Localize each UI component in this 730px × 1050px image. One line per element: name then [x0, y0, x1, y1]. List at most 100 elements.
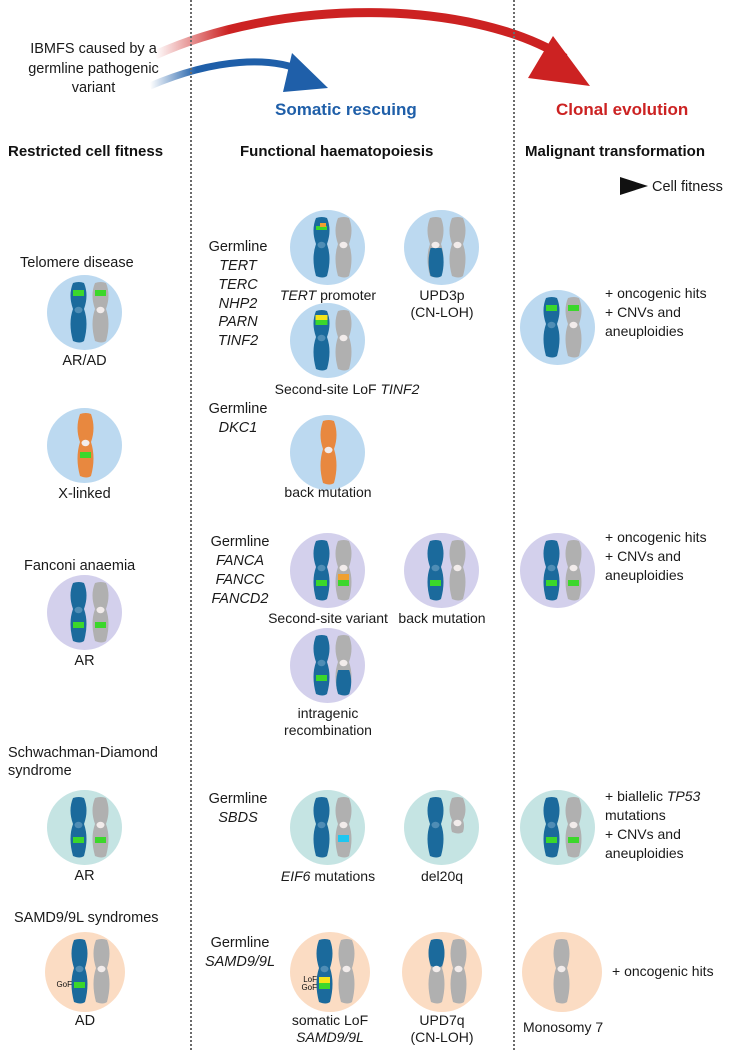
label-fanconi-inheritance: AR	[74, 653, 95, 669]
svg-text:GoF: GoF	[301, 983, 317, 992]
germline-title-dkc1: Germline	[208, 401, 268, 417]
label-tert-plain: promoter	[316, 287, 377, 303]
cell-tert-promoter	[290, 210, 365, 285]
right-sds-l1a: + biallelic	[605, 788, 667, 804]
label-somatic-lof-plain: somatic LoF	[291, 1012, 369, 1028]
intro-line-1: IBMFS caused by a	[30, 41, 157, 57]
label-fanconi-disease: Fanconi anaemia	[24, 558, 136, 574]
cell-second-site-lof-tinf2	[290, 303, 365, 378]
label-tert-promoter: TERT promoter	[278, 287, 378, 304]
label-back-mutation-fanconi: back mutation	[398, 610, 486, 626]
gene-parn: PARN	[218, 314, 258, 331]
gene-nhp2: NHP2	[218, 295, 258, 312]
label-upd7q-l2: (CN-LOH)	[410, 1029, 474, 1046]
label-tert-italic: TERT	[279, 287, 317, 303]
germline-block-dkc1: Germline DKC1	[198, 400, 278, 438]
cell-del20q	[404, 790, 479, 865]
label-del20q: del20q	[420, 868, 464, 884]
label-telomere-inheritance: AR/AD	[62, 353, 107, 369]
right-fanconi-l2: + CNVs and	[605, 547, 681, 564]
label-samd9-inheritance: AD	[74, 1013, 96, 1029]
cell-fanconi-ar	[47, 575, 122, 650]
label-sds-l1: Schwachman-Diamond	[8, 745, 158, 761]
svg-text:GoF: GoF	[56, 980, 72, 989]
gene-fanca: FANCA	[215, 552, 265, 569]
right-sds-l1: + biallelic TP53	[605, 787, 730, 806]
germline-block-sbds: Germline SBDS	[198, 790, 278, 828]
cell-sds-malignant	[520, 790, 595, 865]
cell-back-mutation-xlinked	[290, 415, 365, 490]
intro-line-3: variant	[71, 80, 116, 97]
cell-somatic-lof: LoF GoF	[290, 932, 370, 1012]
somatic-rescuing-label: Somatic rescuing	[275, 100, 417, 119]
cell-intragenic-recombination	[290, 628, 365, 703]
right-text-telomere: + oncogenic hits + CNVs and aneuploidies	[605, 284, 730, 341]
gene-samd9: SAMD9/9L	[204, 953, 276, 970]
label-somatic-lof-italic: SAMD9/9L	[296, 1029, 364, 1046]
cell-fanconi-malignant	[520, 533, 595, 608]
label-eif6-italic: EIF6	[280, 868, 311, 884]
label-upd3p: UPD3p (CN-LOH)	[396, 287, 488, 321]
cell-second-site-variant	[290, 533, 365, 608]
column-title-malignant: Malignant transformation	[525, 143, 706, 160]
label-sds-l2: syndrome	[8, 762, 72, 779]
label-somatic-lof: somatic LoF SAMD9/9L	[278, 1012, 382, 1046]
column-title-functional: Functional haematopoiesis	[240, 143, 434, 160]
label-second-site-variant: Second-site variant	[268, 610, 388, 626]
germline-title-sbds: Germline	[208, 791, 268, 807]
divider-left	[190, 0, 192, 1050]
right-text-samd9: + oncogenic hits	[612, 963, 714, 979]
gene-tinf2: TINF2	[217, 333, 259, 350]
right-sds-l3: + CNVs and	[605, 825, 681, 842]
label-upd7q-l1: UPD7q	[419, 1012, 465, 1028]
cell-upd7q	[402, 932, 482, 1012]
label-xlinked-inheritance: X-linked	[58, 486, 111, 502]
right-sds-l2: mutations	[605, 806, 666, 823]
right-sds-l4: aneuploidies	[605, 844, 684, 861]
gene-fancd2: FANCD2	[211, 590, 269, 607]
label-intragenic-recombination: intragenic recombination	[278, 705, 378, 739]
gene-dkc1: DKC1	[218, 419, 258, 436]
label-intragenic-l1: intragenic	[297, 705, 359, 721]
label-telomere-disease: Telomere disease	[20, 255, 134, 271]
cell-back-mutation-fanconi	[404, 533, 479, 608]
intro-line-2: germline pathogenic	[28, 60, 159, 77]
cell-xlinked	[47, 408, 122, 483]
right-fanconi-l3: aneuploidies	[605, 566, 684, 583]
cell-upd3p	[404, 210, 479, 285]
label-samd9-disease: SAMD9/9L syndromes	[14, 910, 159, 926]
germline-title-samd9: Germline	[210, 935, 270, 951]
right-text-sds: + biallelic TP53 mutations + CNVs and an…	[605, 787, 730, 863]
germline-block-fanconi: Germline FANCA FANCC FANCD2	[198, 533, 282, 608]
right-telomere-l3: aneuploidies	[605, 322, 684, 339]
germline-block-telomere: Germline TERT TERC NHP2 PARN TINF2	[198, 238, 278, 351]
germline-title: Germline	[208, 239, 268, 255]
cell-fitness-axis-label: Cell fitness	[652, 179, 723, 195]
curved-arrows	[8, 8, 648, 195]
label-sds-disease: Schwachman-Diamond syndrome	[8, 745, 183, 780]
label-ssl-plain: Second-site LoF	[274, 381, 381, 397]
right-telomere-l2: + CNVs and	[605, 303, 681, 320]
right-fanconi-l1: + oncogenic hits	[605, 529, 707, 545]
label-eif6-plain: mutations	[310, 868, 376, 884]
label-second-site-lof: Second-site LoF TINF2	[262, 381, 432, 398]
label-upd7q: UPD7q (CN-LOH)	[396, 1012, 488, 1046]
label-upd3p-line2: (CN-LOH)	[410, 304, 474, 321]
column-title-restricted: Restricted cell fitness	[8, 143, 164, 160]
cell-eif6-mutations	[290, 790, 365, 865]
svg-text:LoF: LoF	[303, 975, 317, 984]
label-eif6-mutations: EIF6 mutations	[272, 868, 384, 885]
label-monosomy7: Monosomy 7	[523, 1019, 604, 1035]
right-sds-tp53: TP53	[666, 788, 701, 804]
germline-title-fanconi: Germline	[210, 534, 270, 550]
cell-telomere-malignant	[520, 290, 595, 365]
germline-block-samd9: Germline SAMD9/9L	[194, 934, 286, 972]
clonal-evolution-label: Clonal evolution	[556, 100, 689, 119]
cell-samd9-ad: GoF	[45, 932, 125, 1012]
label-intragenic-l2: recombination	[284, 722, 372, 739]
gene-sbds: SBDS	[218, 809, 258, 826]
right-text-fanconi: + oncogenic hits + CNVs and aneuploidies	[605, 528, 730, 585]
label-back-mutation-xlinked: back mutation	[284, 484, 372, 500]
right-telomere-l1: + oncogenic hits	[605, 285, 707, 301]
cell-telomere-arad	[47, 275, 122, 350]
